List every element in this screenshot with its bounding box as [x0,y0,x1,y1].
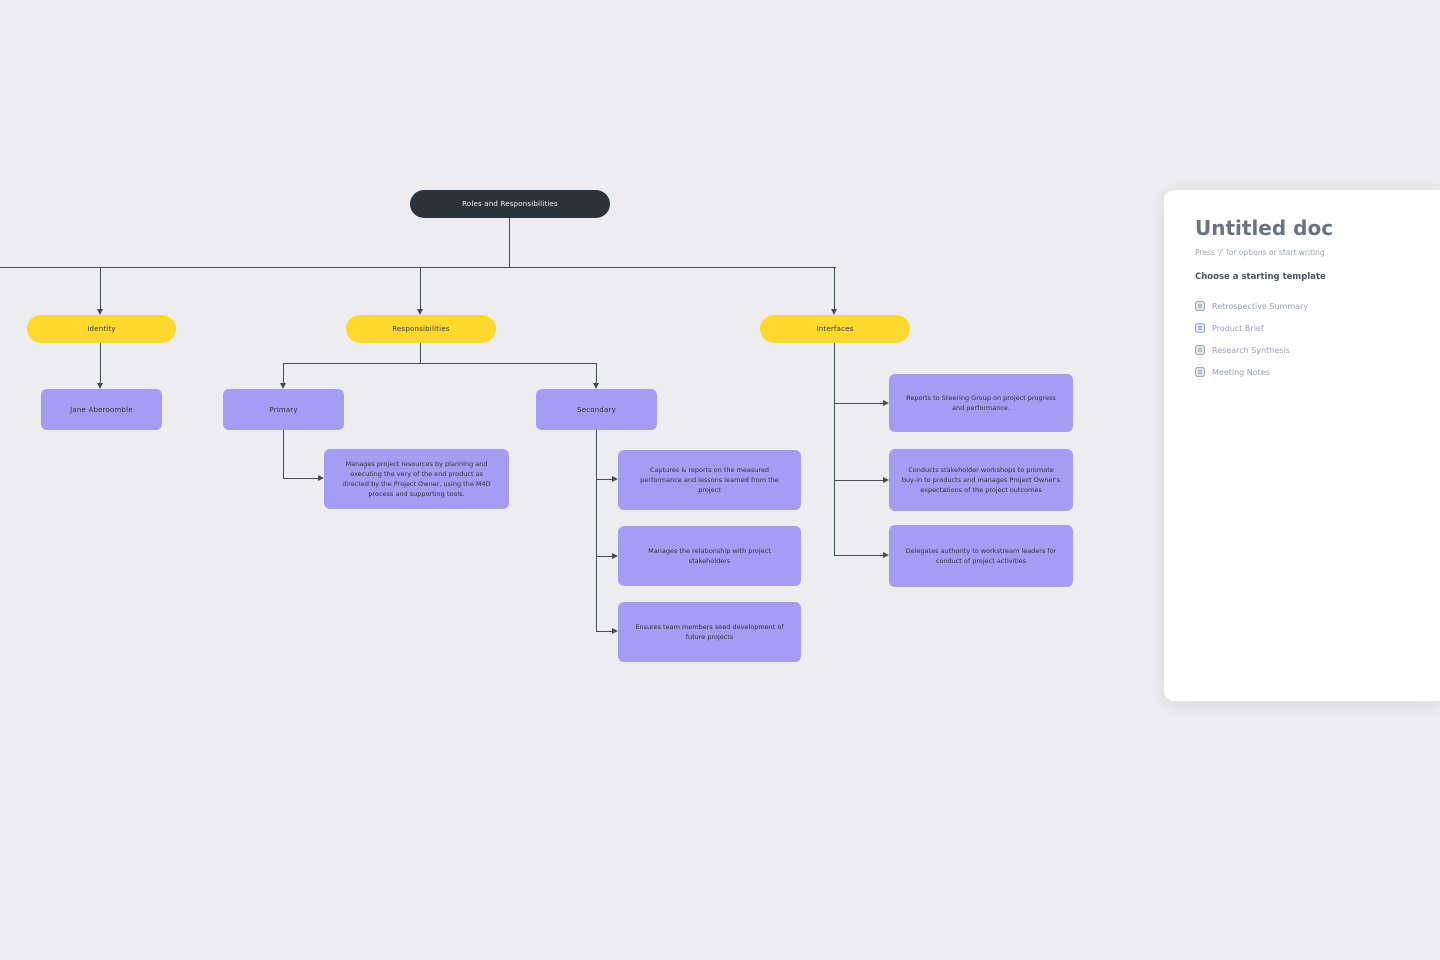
node-text: Captures & reports on the measured perfo… [640,465,779,495]
connector-interfaces-drop [834,267,835,309]
arrowhead-secondary-2 [612,553,618,559]
node-secondary-item-2[interactable]: Manages the relationship with project st… [618,526,801,586]
node-primary-detail[interactable]: Manages project resources by planning an… [324,449,509,509]
document-icon [1195,345,1205,355]
arrowhead-primary-detail [318,475,324,481]
node-label: Jane Aberoomble [70,405,133,414]
arrowhead-interfaces-2 [883,477,889,483]
doc-title[interactable]: Untitled doc [1195,216,1334,240]
document-icon [1195,367,1205,377]
template-heading: Choose a starting template [1195,272,1326,282]
template-item-product-brief[interactable]: Product Brief [1195,317,1416,339]
node-roles-and-responsibilities[interactable]: Roles and Responsibilities [410,190,610,218]
template-item-meeting-notes[interactable]: Meeting Notes [1195,361,1416,383]
connector-secondary-trunk [596,430,597,632]
node-interfaces-item-1[interactable]: Reports to Steering Group on project pro… [889,374,1073,432]
arrowhead-secondary-1 [612,476,618,482]
arrowhead-interfaces-3 [883,552,889,558]
connector-resp-split-h [283,363,597,364]
connector-identity-drop [100,267,101,309]
connector-interfaces-stub-2 [834,480,883,481]
connector-secondary-stub-2 [596,556,612,557]
node-text: Manages project resources by planning an… [342,459,491,499]
connector-primary-drop [283,363,284,383]
connector-trunk-horizontal [0,267,836,268]
arrowhead-interfaces [831,309,837,315]
arrowhead-identity-child [97,383,103,389]
connector-secondary-stub-3 [596,631,612,632]
connector-root-down [509,218,510,267]
node-secondary[interactable]: Secondary [536,389,657,430]
connector-primary-elbow-h [283,478,318,479]
arrowhead-responsibilities [417,309,423,315]
node-label: Primary [269,405,298,414]
node-label: Identity [87,325,116,333]
connector-primary-elbow-v [283,430,284,478]
node-identity[interactable]: Identity [27,315,176,343]
arrowhead-identity [97,309,103,315]
node-responsibilities[interactable]: Responsibilities [346,315,496,343]
template-label: Retrospective Summary [1212,301,1309,311]
doc-panel: Untitled doc Press '/' for options or st… [1164,190,1440,701]
connector-identity-child [100,343,101,383]
template-item-research-synthesis[interactable]: Research Synthesis [1195,339,1416,361]
node-interfaces-item-3[interactable]: Delegates authority to workstream leader… [889,525,1073,587]
node-secondary-item-1[interactable]: Captures & reports on the measured perfo… [618,450,801,510]
template-label: Meeting Notes [1212,367,1270,377]
node-text: Conducts stakeholder workshops to promot… [901,465,1061,495]
node-secondary-item-3[interactable]: Ensures team members seed development of… [618,602,801,662]
arrowhead-primary [280,383,286,389]
node-interfaces[interactable]: Interfaces [760,315,910,343]
arrowhead-interfaces-1 [883,400,889,406]
document-icon [1195,323,1205,333]
arrowhead-secondary-3 [612,628,618,634]
doc-placeholder-hint[interactable]: Press '/' for options or start writing [1195,248,1325,257]
connector-secondary-stub-1 [596,479,612,480]
connector-responsibilities-drop [420,267,421,309]
connector-interfaces-stub-1 [834,403,883,404]
node-text: Delegates authority to workstream leader… [905,546,1057,565]
template-item-retrospective-summary[interactable]: Retrospective Summary [1195,295,1416,317]
connector-interfaces-trunk [834,343,835,556]
node-primary[interactable]: Primary [223,389,344,430]
node-label: Roles and Responsibilities [462,200,558,208]
document-icon [1195,301,1205,311]
template-label: Research Synthesis [1212,345,1290,355]
template-label: Product Brief [1212,323,1264,333]
arrowhead-secondary [593,383,599,389]
node-text: Ensures team members seed development of… [635,622,784,641]
node-text: Reports to Steering Group on project pro… [906,393,1056,412]
template-list: Retrospective Summary Product Brief Rese… [1195,295,1416,383]
node-label: Responsibilities [392,325,450,333]
node-interfaces-item-2[interactable]: Conducts stakeholder workshops to promot… [889,449,1073,511]
node-jane-aberoomble[interactable]: Jane Aberoomble [41,389,162,430]
connector-interfaces-stub-3 [834,555,883,556]
connector-secondary-drop [596,363,597,383]
connector-resp-split-v [420,343,421,363]
node-label: Interfaces [816,325,854,333]
node-text: Manages the relationship with project st… [648,546,771,565]
node-label: Secondary [577,405,616,414]
